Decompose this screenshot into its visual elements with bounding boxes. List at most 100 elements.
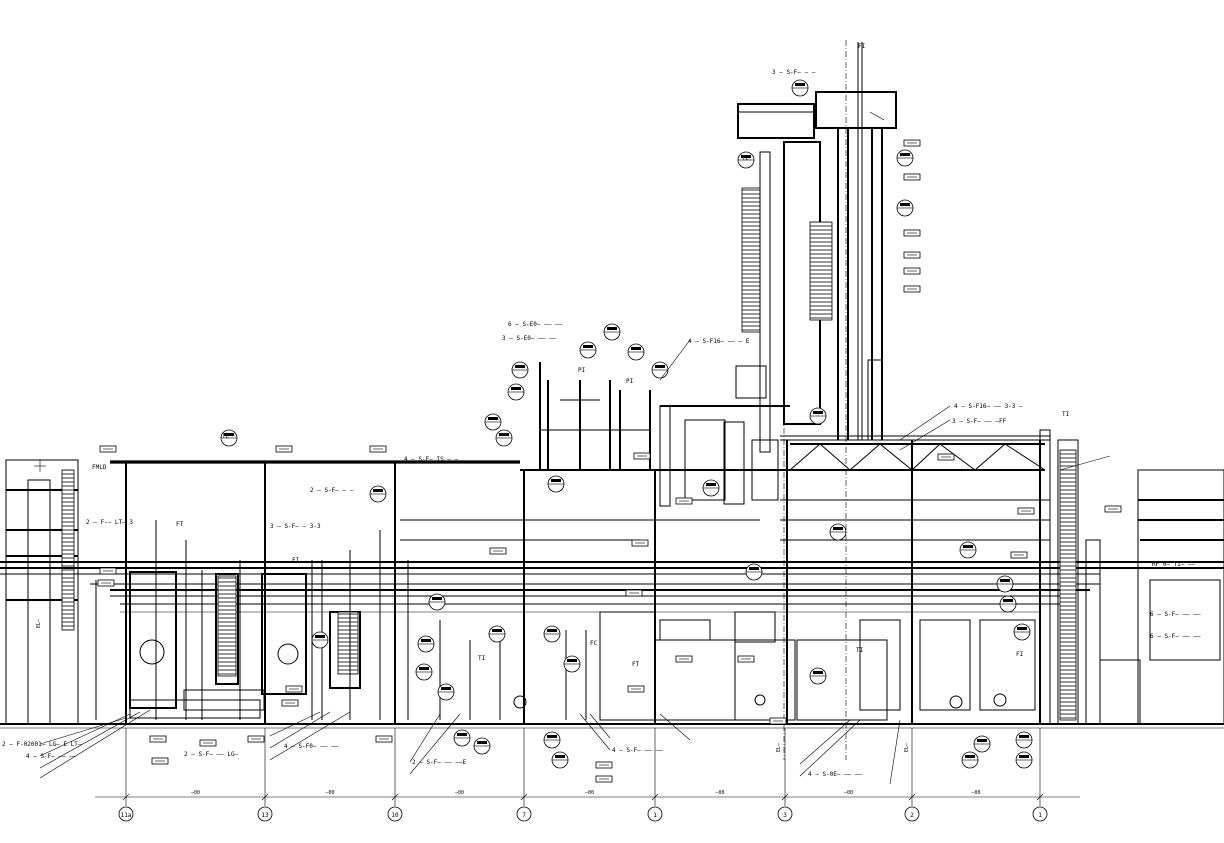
tag-box xyxy=(595,761,613,769)
grid-axis-label: 2 xyxy=(910,812,914,819)
line-label: 2 — F-02001— LG— E LT— xyxy=(2,741,82,748)
instrument-tag: FMLD xyxy=(92,464,107,471)
line-label: 3 — S-F— — 3-3 xyxy=(270,523,321,530)
tag-box xyxy=(375,735,393,743)
instrument-balloon xyxy=(829,523,847,541)
grid-axis-label: 1 xyxy=(1038,812,1042,819)
instrument-balloon xyxy=(428,593,446,611)
tag-box xyxy=(737,655,755,663)
truss-structure xyxy=(789,443,1046,471)
instrument-balloon xyxy=(579,341,597,359)
upper-mid-piping xyxy=(539,362,779,507)
instrument-balloon xyxy=(417,635,435,653)
grid-axis-bubble: 1 xyxy=(1032,728,1048,822)
dimension-labels: —00—00—00—00—00—00—00 xyxy=(191,790,981,796)
dimension-label: —00 xyxy=(844,790,853,796)
stair-tower-right xyxy=(1039,429,1101,725)
instrument-tag: FI xyxy=(858,43,866,50)
tag-box xyxy=(1104,505,1122,513)
instrument-balloon xyxy=(809,407,827,425)
instrument-tag: TI xyxy=(856,647,864,654)
grid-axis-bubble: 2 xyxy=(904,728,920,822)
elevation-mark: EL— xyxy=(36,618,42,628)
instrument-balloon xyxy=(563,655,581,673)
tag-box xyxy=(625,589,643,597)
grade-line xyxy=(0,723,1224,729)
tag-box xyxy=(281,699,299,707)
instrument-tag-texts: FI FMLD FT FI FC FT PI TI TI FI PI TI TE… xyxy=(92,43,1070,668)
instrument-balloon xyxy=(959,541,977,559)
instrument-balloon xyxy=(1013,623,1031,641)
instrument-tag: FI xyxy=(1016,651,1024,658)
grid-axis-label: 11a xyxy=(121,812,132,819)
instrument-tag: FT xyxy=(176,521,184,528)
instrument-balloon xyxy=(488,625,506,643)
instrument-balloon xyxy=(1015,751,1033,769)
line-label: 2 — F-— LT— 3 xyxy=(86,519,133,526)
tag-box xyxy=(903,251,921,259)
line-label: 6 — S-E0— —— —— xyxy=(508,321,563,328)
instrument-balloon xyxy=(651,361,669,379)
instrument-tag: FI xyxy=(292,557,300,564)
instrument-balloon xyxy=(996,575,1014,593)
left-structure xyxy=(5,459,79,725)
grid-axis-label: 7 xyxy=(522,812,526,819)
instrument-balloon xyxy=(484,413,502,431)
tag-box xyxy=(675,497,693,505)
tag-box xyxy=(903,285,921,293)
tag-boxes xyxy=(97,139,1122,783)
pump-area xyxy=(513,611,1036,721)
line-label: 3 — S-F— —— —FF xyxy=(952,418,1007,425)
line-label: 4 — S-F— IS — — xyxy=(404,456,459,463)
instrument-balloon xyxy=(551,751,569,769)
left-risers xyxy=(95,520,587,720)
tag-box xyxy=(903,229,921,237)
instrument-tag: PI xyxy=(578,367,586,374)
instrument-balloon xyxy=(547,475,565,493)
grid-axis-bubble: 13 xyxy=(257,728,273,822)
line-label: 2 — S-F— — — xyxy=(310,487,354,494)
dimension-label: —00 xyxy=(191,790,200,796)
grid-axis-bubble: 7 xyxy=(516,728,532,822)
tag-box xyxy=(151,757,169,765)
tag-box xyxy=(595,775,613,783)
dimension-label: —00 xyxy=(585,790,594,796)
dimension-label: —00 xyxy=(971,790,980,796)
elevation-mark: EL— xyxy=(776,742,782,752)
tag-box xyxy=(489,547,507,555)
tag-box xyxy=(369,445,387,453)
line-label: 4 — S-F16— —— — E xyxy=(688,338,750,345)
instrument-balloon xyxy=(737,151,755,169)
tag-box xyxy=(627,685,645,693)
grid-axis-label: 1 xyxy=(653,812,657,819)
instrument-balloon xyxy=(507,383,525,401)
grid-axis-bubble: 10 xyxy=(387,728,403,822)
distillation-column xyxy=(735,40,897,760)
tag-box xyxy=(97,579,115,587)
grid-axis-label: 3 xyxy=(783,812,787,819)
tag-box xyxy=(247,735,265,743)
line-labels: 3 — S-F— — — 6 — S-E0— —— —— 3 — S-E0— —… xyxy=(2,69,1201,778)
leader-lines xyxy=(39,111,1111,785)
dimension-label: —00 xyxy=(325,790,334,796)
instrument-balloon xyxy=(473,737,491,755)
elevation-marks: EL— EL— EL— xyxy=(36,618,910,752)
instrument-balloon xyxy=(369,485,387,503)
tag-box xyxy=(275,445,293,453)
instrument-balloon xyxy=(437,683,455,701)
instrument-balloon xyxy=(702,479,720,497)
dimension-label: —00 xyxy=(455,790,464,796)
tag-box xyxy=(675,655,693,663)
line-label: 4 — S-0E— —— —— xyxy=(808,771,863,778)
tag-box xyxy=(631,539,649,547)
line-label: 2 — S-F— —— LG— xyxy=(184,751,239,758)
rack-columns xyxy=(125,440,1041,724)
instrument-balloon xyxy=(511,361,529,379)
grid-axis-bubble: 3 xyxy=(777,728,793,822)
tag-box xyxy=(99,567,117,575)
line-label: 4 — S-F— —— —— xyxy=(26,753,77,760)
tag-box xyxy=(99,445,117,453)
line-label: RF 0— TI— —— xyxy=(1152,561,1196,568)
instrument-balloon xyxy=(973,735,991,753)
